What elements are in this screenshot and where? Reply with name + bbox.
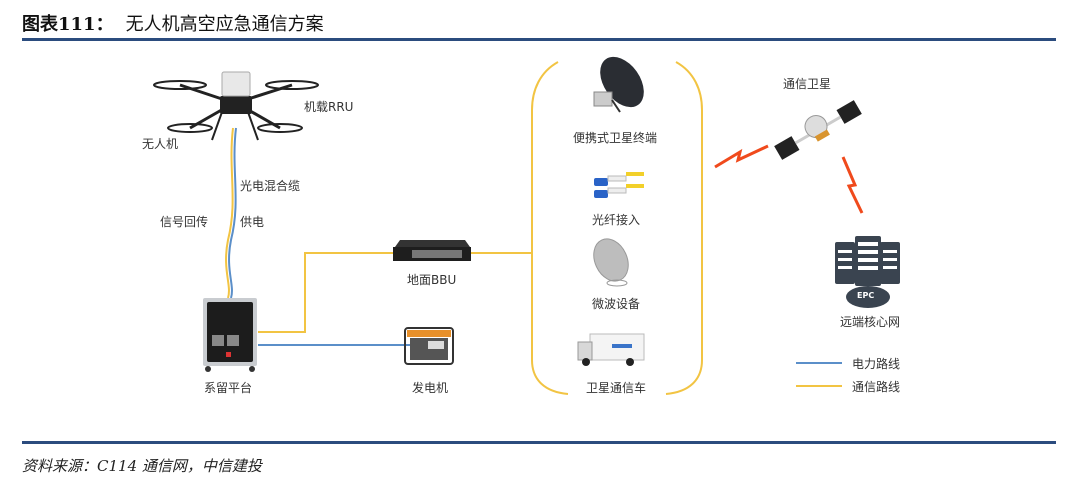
tether-platform-icon — [203, 298, 257, 372]
figure-title: 图表111： 无人机高空应急通信方案 — [22, 10, 324, 36]
platform-bbu-comm-line — [258, 252, 395, 333]
generator-icon — [404, 327, 454, 365]
epc-server-icon — [835, 236, 900, 308]
satellite-vehicle-icon — [577, 333, 645, 366]
microwave-dish-icon — [593, 238, 629, 287]
fiber-connector-icon — [594, 172, 644, 198]
label-portable-sat-terminal: 便携式卫星终端 — [573, 131, 658, 145]
label-signal-backhaul: 信号回传 — [160, 215, 209, 229]
label-ground-bbu: 地面BBU — [407, 273, 457, 287]
hybrid-cable-comm — [225, 127, 234, 299]
figure-title-text: 无人机高空应急通信方案 — [125, 14, 324, 35]
label-airborne-rru: 机载RRU — [304, 100, 354, 114]
hybrid-cable-power — [228, 127, 237, 299]
rru-box — [221, 71, 251, 97]
bottom-rule — [22, 441, 1056, 444]
portable-satellite-terminal-icon — [593, 56, 644, 113]
drone-icon — [153, 71, 319, 141]
source-note: 资料来源：C114 通信网，中信建投 — [22, 457, 262, 475]
label-epc: EPC — [857, 291, 875, 300]
label-microwave-equipment: 微波设备 — [592, 297, 641, 311]
label-drone: 无人机 — [142, 137, 179, 151]
label-generator: 发电机 — [412, 381, 449, 395]
label-fiber-access: 光纤接入 — [592, 213, 641, 227]
label-sat-comm-vehicle: 卫星通信车 — [586, 381, 647, 395]
connections — [225, 127, 532, 346]
label-hybrid-cable: 光电混合缆 — [240, 179, 301, 193]
legend-comm-label: 通信路线 — [852, 380, 901, 394]
label-remote-core-network: 远端核心网 — [840, 315, 901, 329]
label-comm-satellite: 通信卫星 — [783, 77, 832, 91]
label-power-supply: 供电 — [240, 215, 265, 229]
lightning-bolt-icon — [841, 156, 864, 214]
figure-number: 图表111： — [22, 14, 114, 35]
legend-power-label: 电力路线 — [852, 357, 901, 371]
bbu-server-icon — [393, 240, 471, 261]
label-tether-platform: 系留平台 — [204, 381, 253, 395]
top-rule — [22, 38, 1056, 41]
communication-satellite-icon — [774, 100, 862, 160]
lightning-bolt-icon — [714, 144, 769, 169]
backhaul-options-bracket — [531, 61, 703, 395]
